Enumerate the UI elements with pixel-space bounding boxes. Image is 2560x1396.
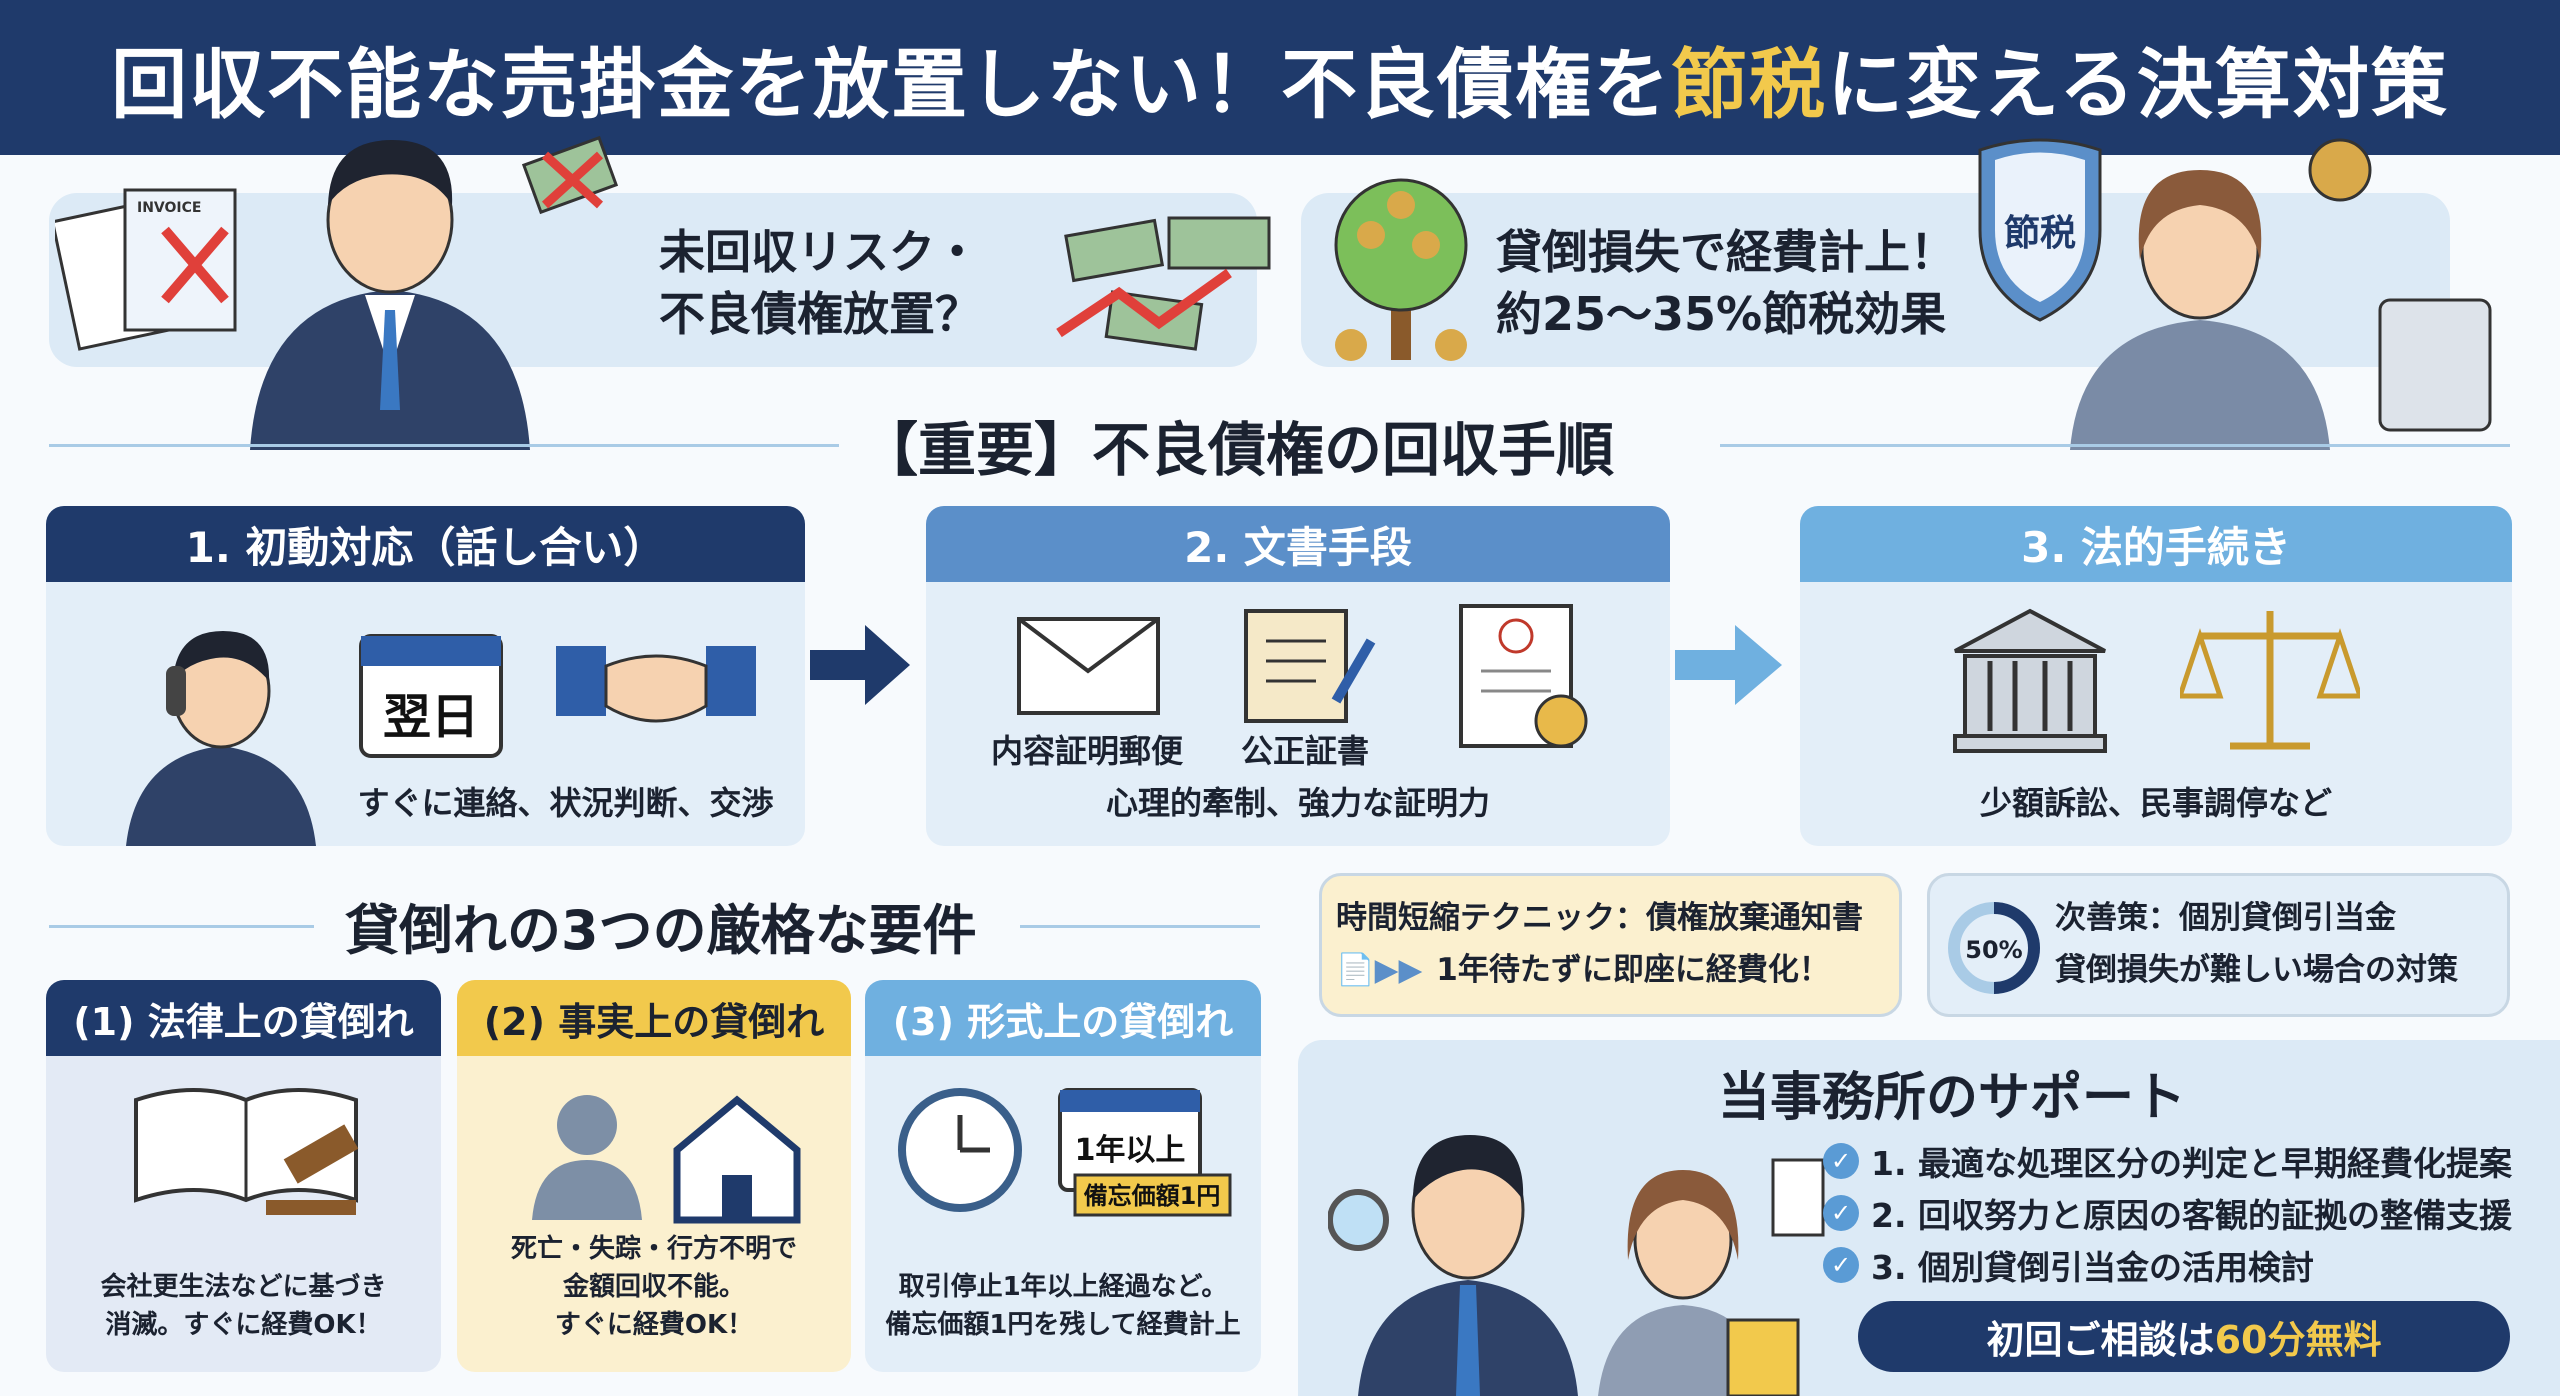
note-line2: 貸倒損失が難しい場合の対策: [2055, 952, 2458, 988]
risk-banner: 未回収リスク・ 不良債権放置？: [49, 193, 1271, 367]
note-line2: 1年待たずに即座に経費化！: [1436, 952, 1830, 988]
card-body: 死亡・失踪・行方不明で金額回収不能。すぐに経費OK！: [457, 1230, 851, 1344]
phone-man-illustration: [126, 631, 316, 846]
step-documents: 2. 文書手段 内容証明郵便 公正証書 心理的牽制、強力な証明力: [926, 506, 1670, 846]
card-line: 金額回収不能。: [562, 1272, 745, 1302]
step-title: 3. 法的手続き: [1800, 506, 2512, 582]
check-icon: ✓: [1823, 1143, 1859, 1179]
risk-line1: 未回収リスク・: [659, 225, 981, 279]
card-title: (1) 法律上の貸倒れ: [46, 980, 441, 1056]
support-item-text: 1. 最適な処理区分の判定と早期経費化提案: [1871, 1144, 2512, 1183]
card-line: 備忘価額1円を残して経費計上: [885, 1310, 1241, 1340]
support-item-text: 2. 回収努力と原因の客観的証拠の整備支援: [1871, 1196, 2512, 1235]
step-caption: すぐに連絡、状況判断、交渉: [357, 784, 774, 822]
note-line1: 次善策：個別貸倒引当金: [2055, 900, 2396, 936]
alternative-note: 50% 次善策：個別貸倒引当金 貸倒損失が難しい場合の対策: [1927, 873, 2510, 1017]
cta-prefix: 初回ご相談は: [1986, 1318, 2215, 1362]
page-title: 回収不能な売掛金を放置しない！不良債権を節税に変える決算対策: [0, 0, 2560, 155]
invoice-label: INVOICE: [137, 200, 201, 216]
card-line: 消滅。すぐに経費OK！: [105, 1310, 382, 1340]
step-legal-procedures: 3. 法的手続き 少額訴訟、民事調停など: [1800, 506, 2512, 846]
step-initial-response: 1. 初動対応（話し合い） 翌日 すぐに連絡、状況判断、交渉: [46, 506, 805, 846]
calendar-icon: 1年以上 備忘価額1円: [1058, 1088, 1232, 1217]
scales-of-justice-icon: [2180, 611, 2360, 750]
title-highlight: 節税: [1671, 39, 1828, 129]
clock-icon: [898, 1088, 1022, 1212]
card-body: 会社更生法などに基づき消滅。すぐに経費OK！: [46, 1268, 441, 1344]
card-line: 会社更生法などに基づき: [100, 1272, 387, 1302]
check-icon: ✓: [1823, 1247, 1859, 1283]
step-label-notarial-deed: 公正証書: [1241, 732, 1370, 770]
calendar-text: 1年以上: [1075, 1133, 1186, 1168]
note-line1: 時間短縮テクニック：債権放棄通知書: [1336, 900, 1863, 936]
risk-text: 未回収リスク・ 不良債権放置？: [659, 221, 981, 345]
step-title: 1. 初動対応（話し合い）: [46, 506, 805, 582]
card-line: 死亡・失踪・行方不明で: [510, 1234, 797, 1264]
requirement-card-legal: (1) 法律上の貸倒れ 会社更生法などに基づき消滅。すぐに経費OK！: [46, 980, 441, 1372]
staff-illustration: [1328, 1135, 1825, 1396]
support-list: ✓ 1. 最適な処理区分の判定と早期経費化提案 ✓ 2. 回収努力と原因の客観的証拠…: [1823, 1135, 2553, 1291]
envelope-icon: [1017, 617, 1160, 715]
title-text-end: に変える決算対策: [1827, 39, 2449, 129]
step-caption: 心理的牽制、強力な証明力: [1105, 784, 1490, 822]
support-heading: 当事務所のサポート: [1718, 1068, 2187, 1128]
tax-line2: 約25〜35%節税効果: [1496, 287, 1947, 341]
invoice-icon: INVOICE: [55, 188, 237, 351]
check-icon: ✓: [1823, 1195, 1859, 1231]
card-line: 取引停止1年以上経過など。: [898, 1272, 1228, 1302]
tax-saving-text: 貸倒損失で経費計上！ 約25〜35%節税効果: [1496, 221, 1956, 345]
arrow-right-icon: [1675, 625, 1782, 705]
divider: [49, 444, 839, 447]
shield-label: 節税: [2004, 213, 2076, 254]
memo-value-tag: 備忘価額1円: [1084, 1182, 1221, 1210]
divider: [1720, 444, 2510, 447]
step-caption: 少額訴訟、民事調停など: [1979, 784, 2332, 822]
title-text: 回収不能な売掛金を放置しない！不良債権を: [111, 39, 1672, 129]
money-tree-icon: [1334, 178, 1468, 361]
arrow-right-icon: [810, 625, 910, 705]
procedure-heading: 【重要】不良債権の回収手順: [860, 416, 1615, 484]
step-label-certified-mail: 内容証明郵便: [991, 732, 1184, 770]
handshake-icon: [556, 646, 756, 723]
law-book-gavel-icon: [134, 1088, 359, 1215]
falling-money-icon: [1056, 216, 1271, 351]
support-item: ✓ 2. 回収努力と原因の客観的証拠の整備支援: [1823, 1187, 2553, 1239]
worried-man-illustration: [250, 135, 619, 450]
cta-highlight: 60分無料: [2214, 1318, 2382, 1362]
time-saving-note: 時間短縮テクニック：債権放棄通知書 📄▶▶ 1年待たずに即座に経費化！: [1319, 873, 1902, 1017]
support-panel: 当事務所のサポート ✓ 1. 最適な処理区分の判定と早期経費化提案 ✓ 2. 回収努…: [1298, 1040, 2560, 1396]
divider: [1020, 925, 1260, 928]
card-title: (2) 事実上の貸倒れ: [457, 980, 851, 1056]
calendar-icon: 翌日: [359, 634, 503, 758]
support-item-text: 3. 個別貸倒引当金の活用検討: [1871, 1248, 2314, 1287]
requirement-card-factual: (2) 事実上の貸倒れ 死亡・失踪・行方不明で金額回収不能。すぐに経費OK！: [457, 980, 851, 1372]
step-title: 2. 文書手段: [926, 506, 1670, 582]
tax-line1: 貸倒損失で経費計上！: [1496, 225, 1956, 279]
requirement-card-formal: (3) 形式上の貸倒れ 1年以上 備忘価額1円 取引停止1年以上経過など。備忘価…: [865, 980, 1261, 1372]
divider: [49, 925, 314, 928]
percent-ring-icon: 50%: [1948, 902, 2040, 994]
risk-line2: 不良債権放置？: [659, 287, 981, 341]
support-item: ✓ 1. 最適な処理区分の判定と早期経費化提案: [1823, 1135, 2553, 1187]
card-body: 取引停止1年以上経過など。備忘価額1円を残して経費計上: [865, 1268, 1261, 1344]
courthouse-icon: [1953, 608, 2107, 753]
document-icon: 📄▶▶: [1336, 952, 1423, 988]
calculator-icon: [2378, 298, 2492, 432]
card-title: (3) 形式上の貸倒れ: [865, 980, 1261, 1056]
notarial-deed-icon: [1244, 609, 1376, 723]
percent-label: 50%: [1965, 936, 2022, 964]
calendar-text: 翌日: [383, 689, 479, 745]
support-item: ✓ 3. 個別貸倒引当金の活用検討: [1823, 1239, 2553, 1291]
woman-with-shield-illustration: 節税: [1978, 138, 2492, 450]
requirements-heading: 貸倒れの3つの厳格な要件: [345, 898, 977, 962]
missing-person-house-icon: [532, 1095, 801, 1224]
card-line: すぐに経費OK！: [554, 1310, 754, 1340]
certificate-icon: [1459, 604, 1588, 748]
